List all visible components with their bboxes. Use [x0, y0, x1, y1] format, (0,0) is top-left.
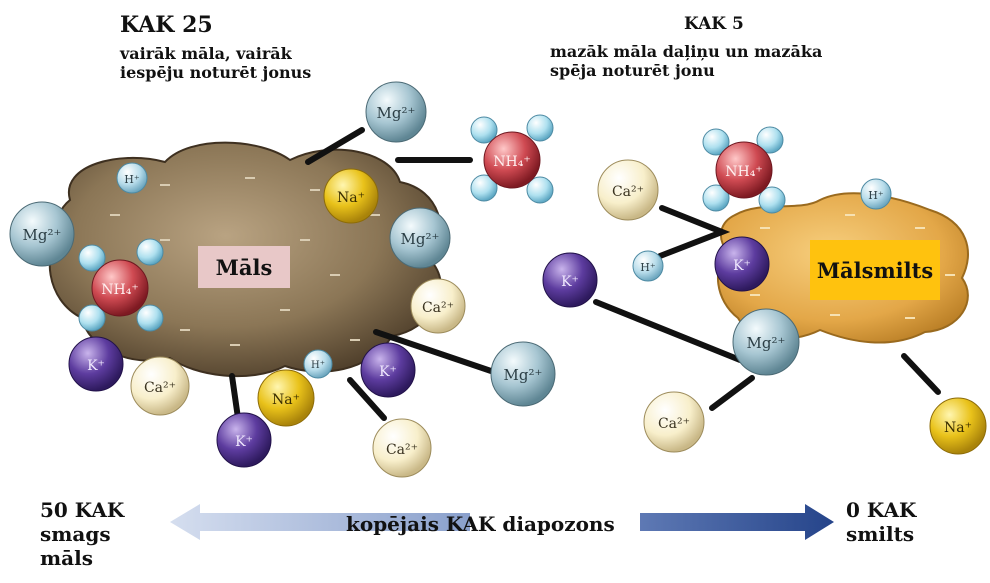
- svg-text:Mg²⁺: Mg²⁺: [377, 104, 416, 122]
- svg-text:Mg²⁺: Mg²⁺: [747, 334, 786, 352]
- svg-text:H⁺: H⁺: [124, 173, 140, 186]
- svg-text:Mg²⁺: Mg²⁺: [504, 366, 543, 384]
- ion-mg-bottom-mid: Mg²⁺: [490, 341, 556, 407]
- ion-h-top-right: H⁺: [860, 178, 892, 210]
- ion-na-bottom: Na⁺: [257, 369, 315, 427]
- ion-ca-right-top: Ca²⁺: [597, 159, 659, 221]
- ion-nh4-top-right: NH₄⁺: [702, 126, 786, 214]
- ion-mg-right-of-clay: Mg²⁺: [389, 207, 451, 269]
- range-left-label: 50 KAK smags māls: [40, 498, 125, 570]
- svg-text:NH₄⁺: NH₄⁺: [101, 282, 138, 298]
- ion-k-bottom: K⁺: [216, 412, 272, 468]
- range-center-label: kopējais KAK diapozons: [346, 512, 615, 536]
- sandyclay-label-box: [810, 240, 940, 300]
- range-arrow: [170, 504, 834, 540]
- ion-h-right: H⁺: [632, 250, 664, 282]
- ion-h-small: H⁺: [116, 162, 148, 194]
- clay-label-box: [198, 246, 290, 288]
- svg-text:K⁺: K⁺: [379, 364, 397, 380]
- clay-label: Māls: [215, 254, 273, 280]
- sand-surface-charges: [750, 214, 955, 319]
- ion-ca-bottom-right: Ca²⁺: [372, 418, 432, 478]
- svg-text:Mg²⁺: Mg²⁺: [401, 230, 440, 248]
- left-description: vairāk māla, vairāk iespēju noturēt jonu…: [120, 44, 312, 83]
- ion-mg-top: Mg²⁺: [365, 81, 427, 143]
- range-right-label: 0 KAK smilts: [846, 498, 917, 546]
- right-description: mazāk māla daļiņu un mazāka spēja noturē…: [550, 42, 823, 81]
- sandyclay-label: Mālsmilts: [816, 257, 934, 283]
- svg-text:Ca²⁺: Ca²⁺: [422, 300, 454, 316]
- svg-text:Na⁺: Na⁺: [272, 392, 300, 408]
- svg-text:Ca²⁺: Ca²⁺: [612, 184, 644, 200]
- svg-text:Na⁺: Na⁺: [337, 190, 365, 206]
- ion-k-right-mid: K⁺: [542, 252, 598, 308]
- svg-text:Ca²⁺: Ca²⁺: [144, 380, 176, 396]
- left-title: KAK 25: [120, 12, 213, 38]
- ion-nh4-in-clay: NH₄⁺: [78, 238, 164, 332]
- svg-text:K⁺: K⁺: [87, 358, 105, 374]
- ion-k-bottom-center: K⁺: [360, 342, 416, 398]
- range-arrow-left: [170, 504, 470, 540]
- range-arrow-right: [640, 504, 834, 540]
- ion-na-right-bottom: Na⁺: [929, 397, 987, 455]
- ion-ca-bottom-left: Ca²⁺: [130, 356, 190, 416]
- ion-nh4-top-middle: NH₄⁺: [470, 114, 554, 204]
- ion-k-bottom-left: K⁺: [68, 336, 124, 392]
- svg-text:K⁺: K⁺: [235, 434, 253, 450]
- svg-text:K⁺: K⁺: [733, 258, 751, 274]
- svg-text:Ca²⁺: Ca²⁺: [386, 442, 418, 458]
- svg-text:H⁺: H⁺: [868, 189, 884, 202]
- svg-text:H⁺: H⁺: [640, 261, 656, 274]
- ion-ca-right-bottom: Ca²⁺: [643, 391, 705, 453]
- ion-h-bottom: H⁺: [303, 349, 333, 379]
- ion-mg-left: Mg²⁺: [9, 201, 75, 267]
- ion-na-top: Na⁺: [323, 168, 379, 224]
- svg-text:NH₄⁺: NH₄⁺: [493, 154, 530, 170]
- ion-bonds: [229, 127, 941, 421]
- svg-text:Na⁺: Na⁺: [944, 420, 972, 436]
- svg-text:H⁺: H⁺: [311, 360, 325, 371]
- ion-k-on-sand: K⁺: [714, 236, 770, 292]
- ion-mg-on-sand: Mg²⁺: [732, 308, 800, 376]
- right-title: KAK 5: [684, 14, 744, 34]
- svg-text:NH₄⁺: NH₄⁺: [725, 164, 762, 180]
- svg-text:K⁺: K⁺: [561, 274, 579, 290]
- ion-ca-right-of-clay: Ca²⁺: [410, 278, 466, 334]
- svg-text:Mg²⁺: Mg²⁺: [23, 226, 62, 244]
- svg-text:Ca²⁺: Ca²⁺: [658, 416, 690, 432]
